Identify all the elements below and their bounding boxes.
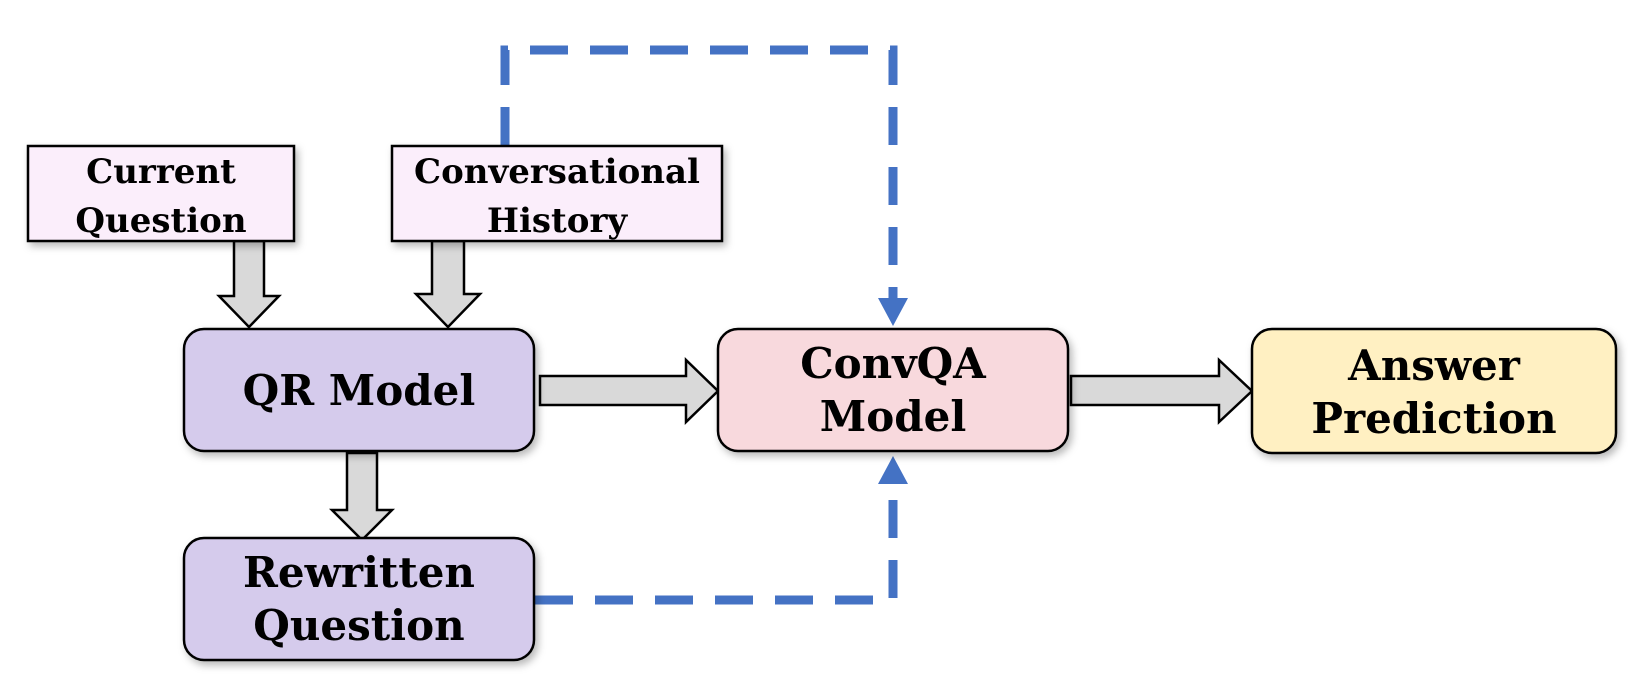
arrow-qr-to-rewritten	[328, 451, 396, 542]
answer-prediction-line1: Answer	[1347, 341, 1521, 390]
dashed-history-to-convqa	[500, 45, 898, 300]
conversational-history-node: Conversational History	[390, 144, 724, 243]
answer-prediction-line2: Prediction	[1311, 394, 1556, 443]
convqa-model-node: ConvQA Model	[716, 327, 1070, 453]
current-question-line1: Current	[86, 152, 236, 192]
arrow-history-to-qr	[413, 239, 483, 329]
dashed-arrowhead-down	[878, 298, 908, 326]
rewritten-question-line2: Question	[253, 601, 464, 650]
qr-model-node: QR Model	[182, 327, 536, 453]
dashed-arrowhead-up	[878, 456, 908, 484]
arrow-current-question-to-qr	[216, 239, 282, 329]
convqa-model-line1: ConvQA	[800, 339, 987, 388]
current-question-line2: Question	[75, 201, 246, 241]
conversational-history-line2: History	[487, 201, 628, 241]
dashed-rewritten-to-convqa	[535, 482, 898, 605]
conversational-history-line1: Conversational	[414, 152, 700, 192]
rewritten-question-node: Rewritten Question	[182, 536, 536, 662]
rewritten-question-line1: Rewritten	[243, 548, 475, 597]
current-question-node: Current Question	[26, 144, 296, 243]
qr-model-label: QR Model	[243, 366, 476, 415]
convqa-model-line2: Model	[820, 392, 967, 441]
arrow-qr-to-convqa	[538, 357, 720, 425]
answer-prediction-node: Answer Prediction	[1250, 327, 1618, 455]
arrow-convqa-to-answer	[1069, 357, 1254, 425]
